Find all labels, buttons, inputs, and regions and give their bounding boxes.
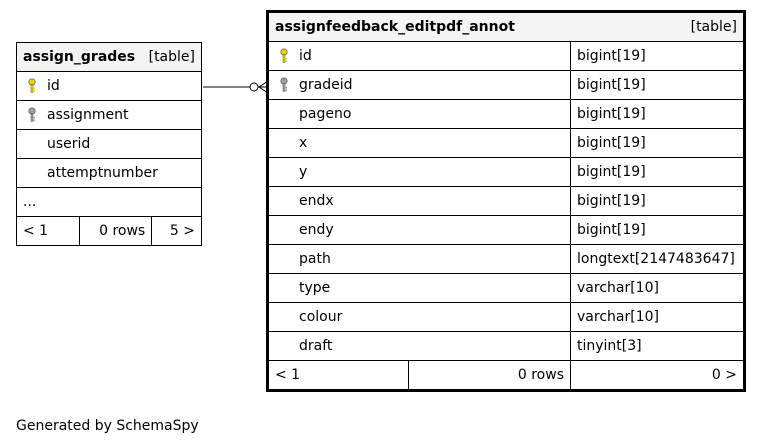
column-row[interactable]: endy bigint[19]: [268, 215, 744, 245]
column-name-cell[interactable]: userid: [16, 129, 202, 159]
more-columns-ellipsis: ...: [16, 187, 202, 217]
column-name: colour: [299, 309, 343, 325]
column-name: y: [299, 164, 308, 180]
column-name: type: [299, 280, 331, 296]
column-row[interactable]: attemptnumber: [16, 158, 202, 188]
column-type: bigint[19]: [570, 215, 744, 245]
footer-children[interactable]: 5 >: [151, 216, 202, 246]
column-type: bigint[19]: [570, 41, 744, 71]
table-kind: [table]: [148, 49, 195, 65]
column-type: tinyint[3]: [570, 331, 744, 361]
footer-parents[interactable]: < 1: [15, 216, 81, 246]
column-name: gradeid: [299, 77, 353, 93]
column-name: path: [299, 251, 331, 267]
table-header[interactable]: assign_grades [table]: [16, 42, 202, 72]
column-name-cell[interactable]: assignment: [16, 100, 202, 130]
column-name: endy: [299, 222, 334, 238]
column-row[interactable]: colour varchar[10]: [268, 302, 744, 332]
column-name: pageno: [299, 106, 352, 122]
column-name: x: [299, 135, 308, 151]
zero-or-more-marker: [249, 82, 259, 92]
column-type: bigint[19]: [570, 157, 744, 187]
column-row[interactable]: gradeid bigint[19]: [268, 70, 744, 100]
column-type: bigint[19]: [570, 99, 744, 129]
column-type: varchar[10]: [570, 302, 744, 332]
column-name-cell[interactable]: type: [268, 273, 571, 303]
column-name-cell[interactable]: y: [268, 157, 571, 187]
table-kind: [table]: [690, 19, 737, 35]
column-name-cell[interactable]: id: [16, 71, 202, 101]
column-name: userid: [47, 136, 91, 152]
footer-children[interactable]: 0 >: [570, 360, 744, 390]
column-name-cell[interactable]: attemptnumber: [16, 158, 202, 188]
column-name: endx: [299, 193, 334, 209]
column-row[interactable]: endx bigint[19]: [268, 186, 744, 216]
column-row[interactable]: path longtext[2147483647]: [268, 244, 744, 274]
column-name-cell[interactable]: endx: [268, 186, 571, 216]
column-name-cell[interactable]: id: [268, 41, 571, 71]
column-row[interactable]: type varchar[10]: [268, 273, 744, 303]
column-type: longtext[2147483647]: [570, 244, 744, 274]
table-name: assignfeedback_editpdf_annot: [275, 19, 515, 35]
column-type: bigint[19]: [570, 128, 744, 158]
column-name-cell[interactable]: draft: [268, 331, 571, 361]
column-row[interactable]: id: [16, 71, 202, 101]
foreign-key-icon: [23, 106, 41, 124]
column-type: bigint[19]: [570, 70, 744, 100]
column-row[interactable]: assignment: [16, 100, 202, 130]
foreign-key-icon: [275, 76, 293, 94]
column-row[interactable]: pageno bigint[19]: [268, 99, 744, 129]
column-name: draft: [299, 338, 333, 354]
column-name-cell[interactable]: endy: [268, 215, 571, 245]
primary-key-icon: [275, 47, 293, 65]
column-name-cell[interactable]: gradeid: [268, 70, 571, 100]
table-assign-grades[interactable]: assign_grades [table] id assignment userid…: [15, 42, 202, 246]
column-type: bigint[19]: [570, 186, 744, 216]
crows-foot-upper: [258, 80, 269, 88]
column-name-cell[interactable]: x: [268, 128, 571, 158]
table-header[interactable]: assignfeedback_editpdf_annot [table]: [268, 12, 744, 42]
crows-foot-lower: [258, 86, 269, 94]
footer-rows: 0 rows: [407, 360, 571, 390]
column-name-cell[interactable]: path: [268, 244, 571, 274]
column-type: varchar[10]: [570, 273, 744, 303]
generated-by-caption: Generated by SchemaSpy: [16, 418, 199, 434]
column-name: id: [47, 78, 60, 94]
footer-rows: 0 rows: [79, 216, 153, 246]
footer-parents[interactable]: < 1: [268, 360, 409, 390]
column-name: assignment: [47, 107, 129, 123]
column-row[interactable]: x bigint[19]: [268, 128, 744, 158]
primary-key-icon: [23, 77, 41, 95]
column-name-cell[interactable]: colour: [268, 302, 571, 332]
column-row[interactable]: id bigint[19]: [268, 41, 744, 71]
column-name: id: [299, 48, 312, 64]
column-row[interactable]: y bigint[19]: [268, 157, 744, 187]
column-name-cell[interactable]: pageno: [268, 99, 571, 129]
column-row[interactable]: draft tinyint[3]: [268, 331, 744, 361]
table-name: assign_grades: [23, 49, 136, 65]
column-name: attemptnumber: [47, 165, 158, 181]
column-row[interactable]: userid: [16, 129, 202, 159]
table-assignfeedback-editpdf-annot[interactable]: assignfeedback_editpdf_annot [table] id b…: [266, 10, 746, 392]
